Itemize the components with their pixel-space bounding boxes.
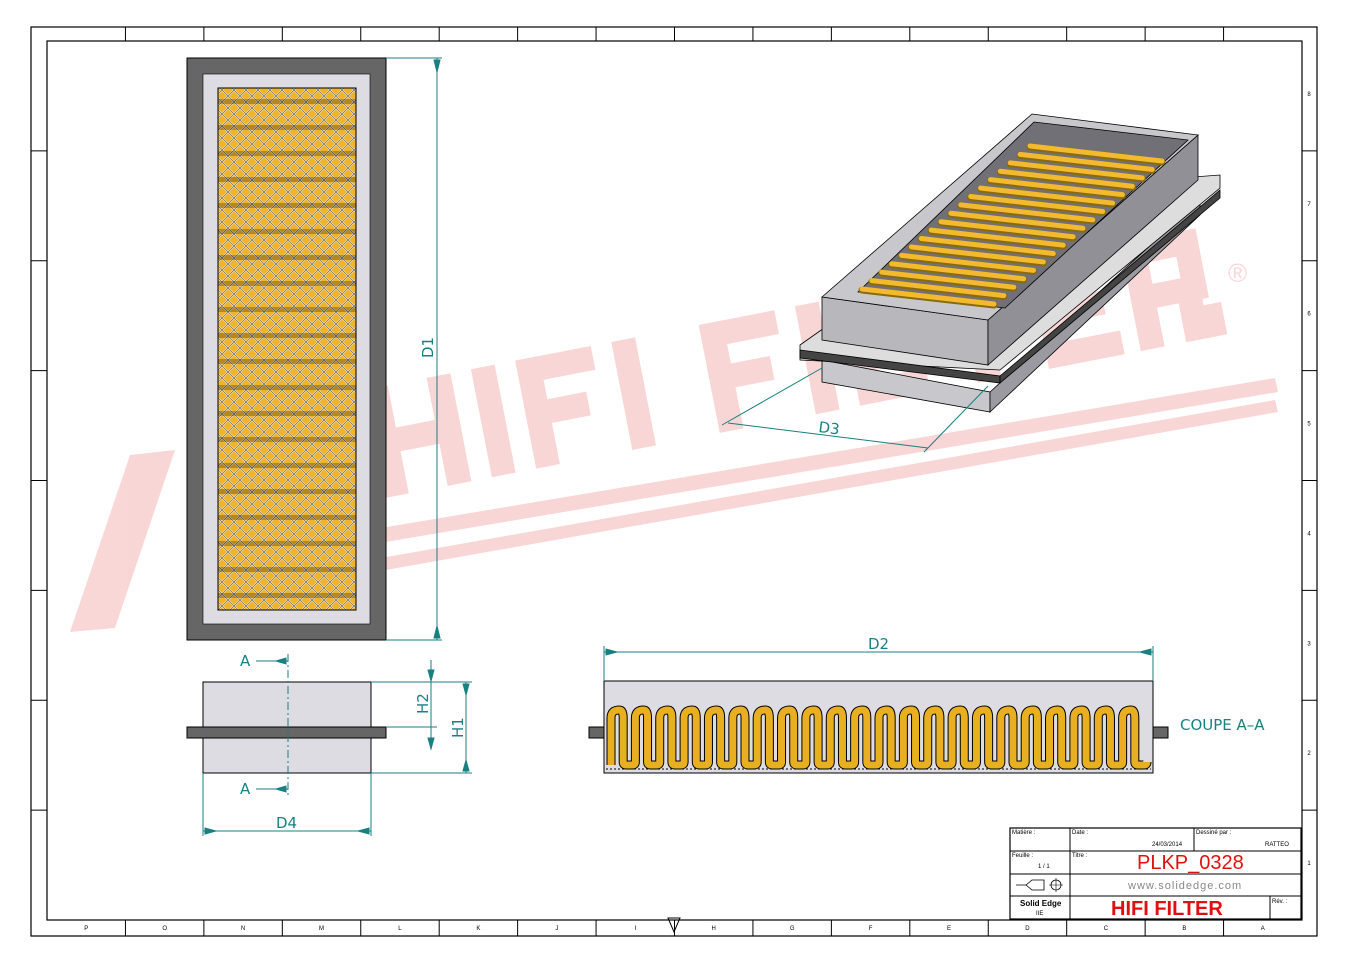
centering-mark-icon: [667, 917, 681, 934]
column-label: E: [947, 926, 951, 932]
column-label: L: [398, 926, 402, 932]
date-value: 24/03/2014: [1152, 842, 1183, 848]
section-view: [588, 680, 1169, 774]
column-label: J: [555, 926, 558, 932]
row-label: 4: [1307, 531, 1311, 537]
column-label: K: [476, 926, 480, 932]
d3-label: D3: [818, 418, 841, 438]
dimension-d2: D2: [603, 635, 1154, 681]
side-view: [186, 654, 387, 798]
column-label: A: [1261, 926, 1265, 932]
border-ticks: [31, 27, 1317, 936]
row-label: 6: [1307, 312, 1311, 318]
drawing-title: PLKP_0328: [1137, 852, 1244, 874]
pleat-slat-highlight: [978, 185, 1116, 206]
pleat-slat-highlight: [889, 261, 1027, 282]
dimension-h1-h2-d4: H2 H1 D4: [202, 660, 472, 836]
software-sub: IIE: [1036, 911, 1043, 917]
dimension-d1: D1: [386, 57, 442, 641]
pleat-slat-highlight: [918, 236, 1056, 257]
matiere-label: Matière :: [1012, 830, 1036, 836]
title-block: [1009, 827, 1302, 920]
column-label: D: [1025, 926, 1030, 932]
pleat-slat-highlight: [1007, 160, 1145, 181]
column-label: M: [319, 926, 324, 932]
d1-label: D1: [419, 337, 437, 358]
top-view: [186, 57, 387, 641]
isometric-view: [799, 113, 1221, 413]
dimension-d3: D3: [721, 367, 989, 453]
row-label: 3: [1307, 641, 1311, 647]
pleat-slat-highlight: [948, 210, 1086, 231]
column-label: B: [1182, 926, 1186, 932]
sheet-value: 1 / 1: [1038, 864, 1050, 870]
drawn-by-label: Dessiné par :: [1196, 830, 1232, 836]
pleat-slat-highlight: [958, 202, 1096, 223]
drawn-by-value: RATTEO: [1265, 842, 1289, 848]
section-marks: A A: [240, 652, 288, 798]
company-name: HIFI FILTER: [1111, 898, 1223, 920]
registered-mark: ®: [1228, 258, 1247, 288]
date-label: Date :: [1072, 830, 1088, 836]
section-label: COUPE A–A: [1180, 716, 1265, 734]
row-label: 2: [1307, 751, 1311, 757]
pleat-slat-highlight: [859, 286, 997, 307]
pleat-slat-highlight: [968, 193, 1106, 214]
h2-label: H2: [414, 693, 432, 714]
pleat-slat-highlight: [869, 278, 1007, 299]
title-label: Titre :: [1072, 853, 1087, 859]
d2-label: D2: [868, 635, 889, 653]
row-label: 7: [1307, 202, 1311, 208]
section-mark-bottom: A: [240, 780, 251, 798]
column-label: C: [1104, 926, 1109, 932]
column-label: F: [869, 926, 873, 932]
rev-label: Rév. :: [1272, 899, 1288, 905]
column-label: P: [84, 926, 88, 932]
column-label: H: [712, 926, 716, 932]
column-label: I: [634, 926, 636, 932]
row-label: 8: [1307, 92, 1311, 98]
pleat-slat-highlight: [1027, 143, 1165, 164]
row-labels: 8 7 6 5 4 3 2 1: [1307, 92, 1311, 867]
row-label: 1: [1307, 861, 1311, 867]
pleat-slat-highlight: [928, 227, 1066, 248]
pleat-slat-highlight: [987, 177, 1125, 198]
column-label: O: [162, 926, 167, 932]
column-label: N: [241, 926, 245, 932]
pleat-slat-highlight: [899, 252, 1037, 273]
section-mark-top: A: [240, 652, 251, 670]
row-label: 5: [1307, 422, 1311, 428]
column-label: G: [790, 926, 795, 932]
h1-label: H1: [449, 717, 467, 738]
d4-label: D4: [276, 814, 297, 832]
pleat-slat-highlight: [938, 219, 1076, 240]
pleat-slat-highlight: [1017, 151, 1155, 172]
software-name: Solid Edge: [1020, 899, 1062, 908]
sheet-label: Feuille :: [1012, 853, 1033, 859]
pleat-slat-highlight: [879, 269, 1017, 290]
pleat-slat-highlight: [908, 244, 1046, 265]
website: www.solidedge.com: [1127, 880, 1242, 892]
pleat-slat-highlight: [997, 168, 1135, 189]
